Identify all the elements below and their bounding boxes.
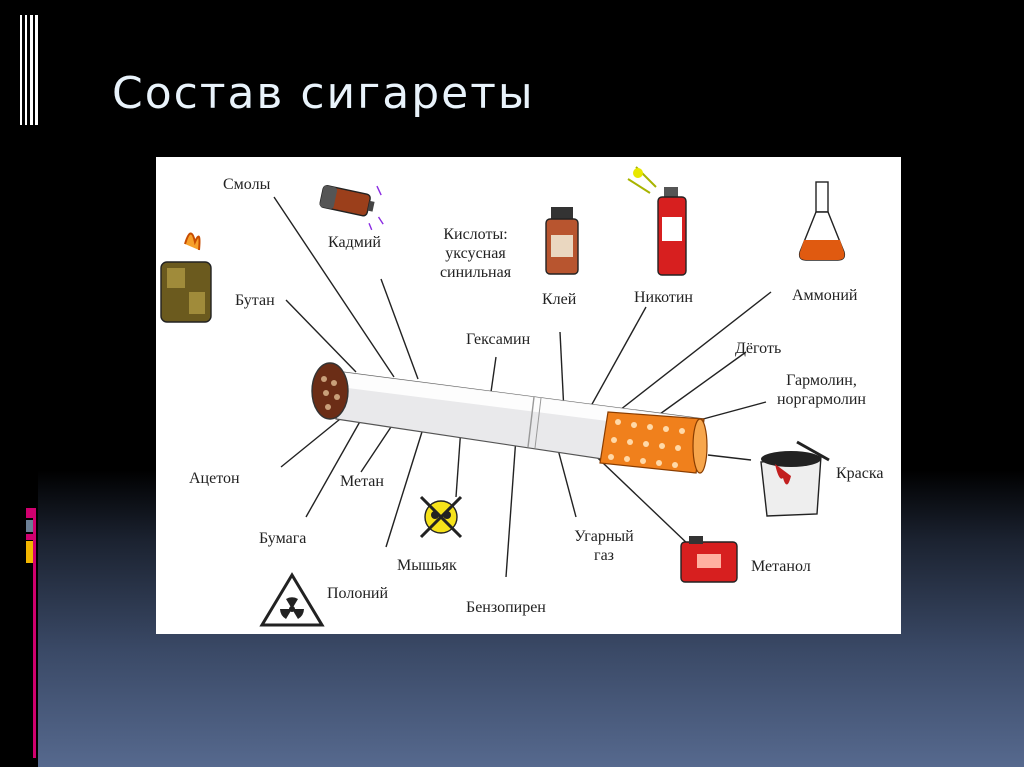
label-nikotin: Никотин [634, 289, 693, 306]
methanol-canister-icon [680, 536, 738, 583]
label-bumaga: Бумага [259, 530, 307, 547]
label-aceton: Ацетон [189, 470, 240, 487]
label-garmolin-line2: норгармолин [776, 391, 866, 408]
accent-line [33, 508, 36, 758]
label-smoly: Смолы [223, 176, 271, 193]
label-ugarny-gaz: Угарный газ [559, 527, 649, 565]
arsenic-skull-icon [419, 495, 463, 539]
label-degot: Дёготь [735, 340, 782, 357]
label-ugarny-line1: Угарный [574, 528, 634, 545]
label-kisloty-line2: уксусная [445, 245, 506, 262]
label-garmolin: Гармолин, норгармолин [754, 371, 889, 409]
cigarette-composition-diagram: Смолы Кадмий Кислоты: уксусная синильная… [156, 157, 901, 634]
label-kisloty-line3: синильная [439, 264, 512, 281]
page-title: Состав сигареты [112, 68, 535, 119]
nicotine-spray-can-icon [627, 166, 687, 276]
butane-lighter-icon [160, 232, 212, 323]
label-metan: Метан [340, 473, 384, 490]
label-metanol: Метанол [751, 558, 811, 575]
cadmium-battery-icon [319, 185, 384, 231]
accent-block-gray [26, 520, 34, 532]
label-kisloty-line1: Кислоты: [443, 226, 508, 243]
left-bar [0, 0, 38, 767]
accent-block-pink [26, 508, 34, 518]
label-kadmiy: Кадмий [328, 234, 381, 251]
leader-lines [273, 196, 772, 578]
paint-bucket-icon [760, 440, 830, 517]
glue-bottle-icon [545, 207, 579, 275]
title-decoration [20, 15, 38, 125]
accent-block-yellow [26, 541, 34, 563]
cigarette-icon [311, 362, 708, 474]
label-poloniy: Полоний [327, 585, 389, 602]
label-butan: Бутан [235, 292, 275, 309]
label-ammoniy: Аммоний [792, 287, 858, 304]
label-kisloty: Кислоты: уксусная синильная [418, 225, 533, 282]
diagram-graphics [160, 166, 846, 627]
label-myshyak: Мышьяк [397, 557, 457, 574]
label-garmolin-line1: Гармолин, [786, 372, 857, 389]
label-geksamin: Гексамин [466, 331, 531, 348]
label-ugarny-line2: газ [594, 547, 614, 564]
ammonia-flask-icon [798, 181, 846, 261]
label-kley: Клей [542, 291, 577, 308]
accent-block-pink-2 [26, 534, 34, 540]
label-benzopiren: Бензопирен [466, 599, 546, 616]
radiation-warning-icon [259, 572, 325, 627]
label-kraska: Краска [836, 465, 884, 482]
